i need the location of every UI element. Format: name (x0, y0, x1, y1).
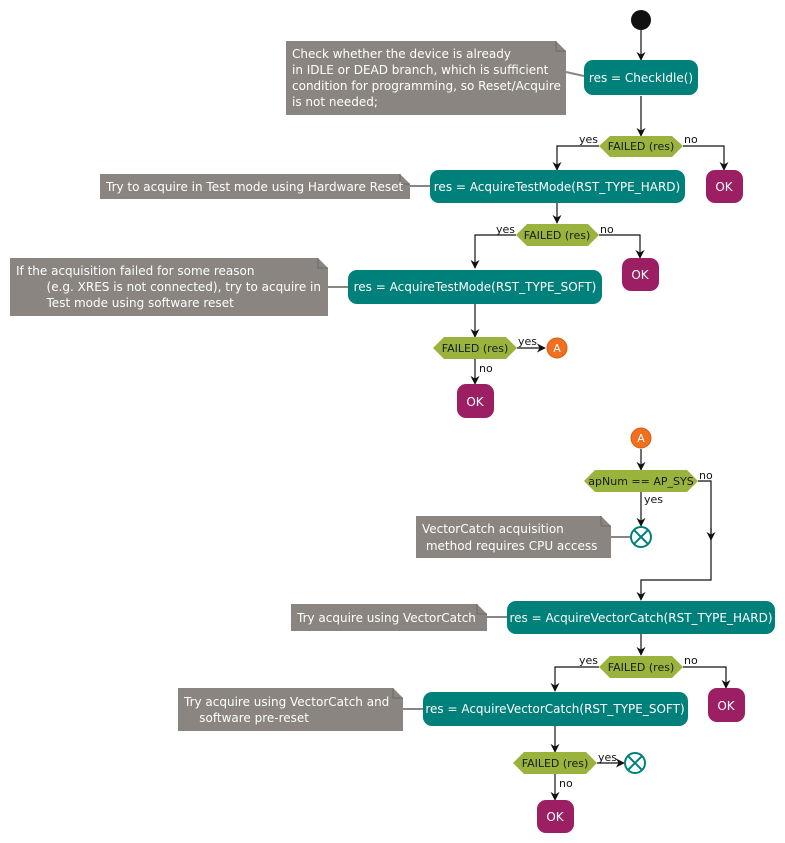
edge-failed4-no (683, 666, 731, 689)
note-hard-reset-line-1: Try to acquire in Test mode using Hardwa… (105, 180, 403, 194)
action-check-idle: res = CheckIdle() (584, 60, 698, 95)
edge-label-no-5: no (559, 777, 573, 790)
action-vector-catch-hard-label: res = AcquireVectorCatch(RST_TYPE_HARD) (509, 611, 772, 625)
edge-label-no-apnum: no (699, 469, 713, 482)
note-vector-catch-soft-line-2: software pre-reset (184, 711, 309, 725)
action-acquire-test-soft-label: res = AcquireTestMode(RST_TYPE_SOFT) (354, 280, 597, 294)
decision-apnum: apNum == AP_SYS (584, 470, 698, 492)
decision-failed-1-label: FAILED (res) (608, 140, 675, 153)
edge-label-yes-3: yes (518, 335, 537, 348)
note-soft-reset: If the acquisition failed for some reaso… (10, 258, 348, 316)
edge-label-no-4: no (684, 654, 698, 667)
action-acquire-test-soft: res = AcquireTestMode(RST_TYPE_SOFT) (348, 270, 602, 304)
edge-label-yes-1: yes (579, 133, 598, 146)
note-soft-reset-line-1: If the acquisition failed for some reaso… (16, 264, 254, 278)
note-check-idle-line-2: in IDLE or DEAD branch, which is suffici… (292, 63, 549, 77)
decision-failed-5: FAILED (res) (513, 752, 597, 774)
decision-failed-3-label: FAILED (res) (442, 342, 509, 355)
decision-failed-3: FAILED (res) (433, 337, 517, 359)
ok-node-2-label: OK (631, 268, 649, 282)
connector-a-in-label: A (637, 432, 645, 445)
decision-failed-4-label: FAILED (res) (608, 661, 675, 674)
ok-node-5-label: OK (546, 810, 564, 824)
edge-label-no-3: no (479, 362, 493, 375)
ok-node-3: OK (457, 384, 494, 418)
note-check-idle-line-1: Check whether the device is already (292, 47, 511, 61)
ok-node-2: OK (622, 258, 659, 291)
edges (470, 30, 731, 801)
note-vector-catch-soft-line-1: Try acquire using VectorCatch and (183, 695, 389, 709)
ok-node-4: OK (708, 688, 745, 722)
action-vector-catch-hard: res = AcquireVectorCatch(RST_TYPE_HARD) (507, 601, 775, 634)
edge-label-yes-5: yes (598, 751, 617, 764)
connector-a-in: A (630, 427, 652, 449)
ok-node-4-label: OK (717, 699, 735, 713)
connector-a-out: A (546, 337, 568, 359)
ok-node-1-label: OK (715, 180, 733, 194)
edge-failed1-no (683, 145, 729, 171)
note-vector-catch-soft: Try acquire using VectorCatch and softwa… (178, 688, 423, 731)
start-node (631, 10, 651, 30)
decision-failed-1: FAILED (res) (599, 136, 683, 157)
connector-a-out-label: A (553, 342, 561, 355)
ok-node-3-label: OK (466, 395, 484, 409)
edge-label-no-1: no (684, 133, 698, 146)
edge-failed4-yes (550, 666, 599, 692)
edge-label-no-2: no (600, 223, 614, 236)
edge-failed1-yes (552, 145, 599, 171)
action-check-idle-label: res = CheckIdle() (589, 71, 693, 85)
action-vector-catch-soft-label: res = AcquireVectorCatch(RST_TYPE_SOFT) (425, 702, 684, 716)
action-acquire-test-hard-label: res = AcquireTestMode(RST_TYPE_HARD) (434, 180, 680, 194)
note-vector-catch-cpu-line-1: VectorCatch acquisition (422, 522, 564, 536)
edge-failed2-yes (470, 234, 516, 269)
edge-failed2-no (599, 234, 645, 259)
note-vector-catch-cpu-line-2: method requires CPU access (422, 539, 597, 553)
decision-failed-2: FAILED (res) (516, 224, 599, 246)
ok-node-1: OK (706, 170, 743, 203)
decision-failed-2-label: FAILED (res) (524, 229, 591, 242)
ok-node-5: OK (537, 800, 574, 833)
note-vector-catch-line-1: Try acquire using VectorCatch (296, 611, 476, 625)
note-hard-reset: Try to acquire in Test mode using Hardwa… (100, 174, 430, 199)
action-vector-catch-soft: res = AcquireVectorCatch(RST_TYPE_SOFT) (423, 692, 688, 726)
action-acquire-test-hard: res = AcquireTestMode(RST_TYPE_HARD) (430, 170, 685, 203)
edge-apnum-no (636, 480, 712, 601)
end-node-cpu (630, 526, 652, 548)
decision-failed-5-label: FAILED (res) (522, 757, 589, 770)
decision-failed-4: FAILED (res) (599, 656, 683, 678)
decision-apnum-label: apNum == AP_SYS (588, 475, 693, 488)
note-vector-catch-cpu: VectorCatch acquisition method requires … (416, 516, 630, 558)
note-soft-reset-line-2: (e.g. XRES is not connected), try to acq… (16, 280, 321, 294)
edge-label-yes-4: yes (579, 654, 598, 667)
note-check-idle-line-4: is not needed; (292, 95, 378, 109)
note-check-idle: Check whether the device is already in I… (286, 41, 585, 115)
note-soft-reset-line-3: Test mode using software reset (16, 296, 234, 310)
edge-label-yes-2: yes (496, 223, 515, 236)
note-vector-catch: Try acquire using VectorCatch (291, 604, 507, 631)
edge-label-yes-apnum: yes (644, 493, 663, 506)
end-node-final (624, 752, 646, 774)
note-check-idle-line-3: condition for programming, so Reset/Acqu… (292, 79, 561, 93)
